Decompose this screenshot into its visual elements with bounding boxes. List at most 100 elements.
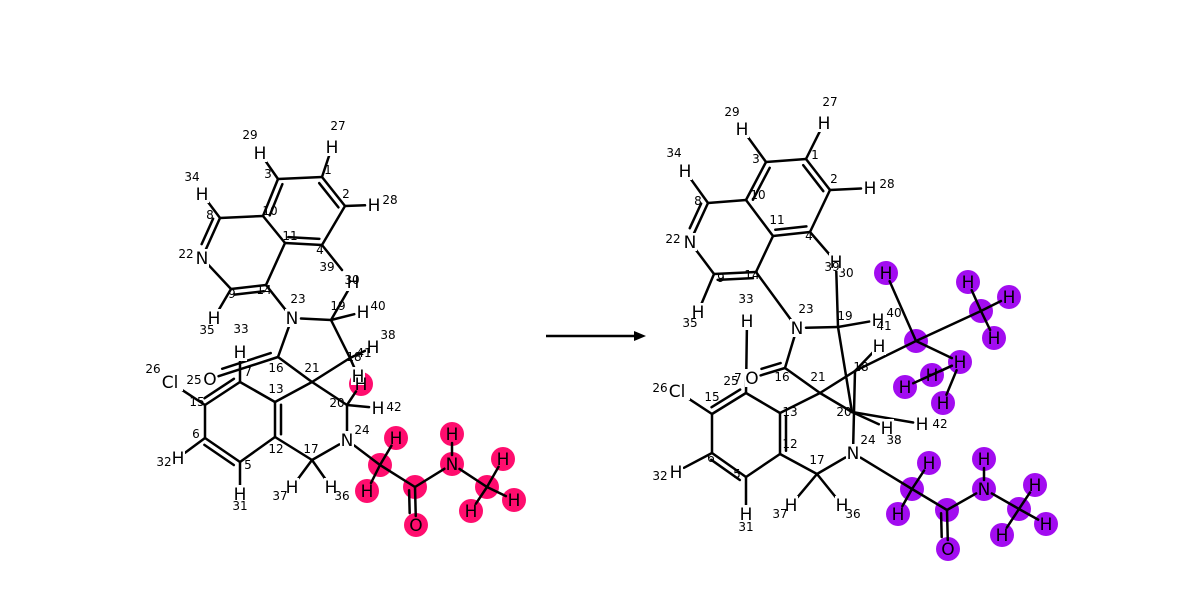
atom-label-bg	[846, 444, 860, 462]
atom-symbol: H	[872, 311, 885, 331]
atom-index: 9	[717, 271, 725, 285]
atom-index: 6	[707, 451, 715, 465]
atom-symbol: N	[791, 319, 804, 339]
bond	[744, 452, 782, 479]
atom-index: 16	[774, 370, 789, 384]
atom-symbol: H	[740, 505, 753, 525]
atom-label-bg	[367, 196, 381, 214]
atom-label-bg	[880, 419, 894, 437]
atom-symbol: H	[390, 429, 403, 449]
atom-index: 41	[356, 346, 371, 360]
atom-index: 19	[330, 299, 345, 313]
bond	[759, 366, 787, 377]
atom-index: 18	[853, 360, 868, 374]
bond	[706, 198, 748, 205]
highlight-disc	[997, 285, 1021, 309]
bond	[778, 391, 822, 415]
atom-label-bg	[195, 185, 209, 203]
atom-index: 37	[772, 507, 787, 521]
bond-double	[317, 181, 340, 209]
atom-index: 11	[769, 213, 784, 227]
bond	[474, 485, 489, 505]
bond	[238, 380, 277, 404]
bond	[203, 380, 242, 407]
bond	[276, 355, 314, 384]
atom-symbol: H	[286, 478, 299, 498]
bond	[310, 380, 349, 407]
atom-label-bg	[678, 162, 692, 180]
bond-double	[774, 225, 808, 231]
bond	[310, 458, 328, 481]
atom-symbol: N	[847, 444, 860, 464]
atom-symbol: H	[1029, 476, 1042, 496]
atom-index: 14	[744, 268, 759, 282]
highlight-disc	[502, 488, 526, 512]
bond-double	[751, 166, 771, 202]
bond	[815, 456, 847, 476]
atom-label-bg	[253, 144, 267, 162]
bond	[910, 487, 949, 512]
bond-double	[710, 458, 742, 482]
atom-symbol: H	[1003, 288, 1016, 308]
bond	[808, 230, 832, 257]
bond	[744, 160, 768, 202]
bond-double	[801, 163, 825, 193]
atom-index: 24	[354, 423, 369, 437]
atom-index: 9	[228, 287, 236, 301]
atom-index: 37	[272, 489, 287, 503]
highlight-disc	[990, 523, 1014, 547]
bond	[1017, 507, 1040, 521]
bond	[320, 204, 347, 247]
atom-label-bg	[745, 369, 759, 387]
atom-index: 23	[290, 292, 305, 306]
bond	[804, 325, 840, 330]
bond	[276, 175, 324, 181]
bond	[217, 287, 233, 312]
atom-label-bg	[669, 463, 683, 481]
atom-index: 2	[342, 187, 350, 201]
bond	[836, 320, 871, 329]
atom-symbol: H	[368, 196, 381, 216]
atom-index: 31	[738, 520, 753, 534]
atom-index: 4	[316, 243, 324, 257]
atom-label-bg	[157, 373, 183, 391]
atom-symbol: H	[234, 485, 247, 505]
highlight-disc	[917, 451, 941, 475]
bond	[945, 508, 950, 542]
atom-symbol: H	[692, 303, 705, 323]
atom-label-bg	[324, 478, 338, 496]
bond	[828, 187, 863, 192]
highlight-disc	[1034, 512, 1058, 536]
atom-index: 3	[752, 152, 760, 166]
bond	[413, 467, 446, 489]
bond	[850, 410, 881, 426]
bond	[692, 201, 710, 236]
atom-label-bg	[340, 431, 354, 449]
atom-index: 30	[344, 273, 359, 287]
bond	[343, 204, 367, 208]
atom-label-bg	[346, 273, 360, 291]
bond	[1017, 491, 1032, 511]
atom-symbol: H	[361, 482, 374, 502]
atom-index: 1	[811, 148, 819, 162]
bond	[413, 485, 418, 518]
bond-double	[200, 217, 215, 246]
highlight-disc	[874, 261, 898, 285]
highlight-disc	[982, 326, 1006, 350]
bond	[310, 443, 341, 462]
bond	[263, 159, 280, 181]
bond	[273, 435, 314, 462]
atom-symbol: O	[941, 540, 954, 560]
atom-label-bg	[366, 338, 380, 356]
atom-symbol: H	[508, 491, 521, 511]
atom-symbol: H	[208, 309, 221, 329]
atom-index: 3	[264, 167, 272, 181]
bond	[710, 391, 748, 416]
atom-index: 35	[199, 323, 214, 337]
highlight-disc	[459, 499, 483, 523]
atom-symbol: H	[818, 114, 831, 134]
atom-symbol: H	[372, 399, 385, 419]
bond-double	[407, 488, 411, 515]
atom-symbol: H	[988, 329, 1001, 349]
atom-label-bg	[233, 343, 247, 361]
